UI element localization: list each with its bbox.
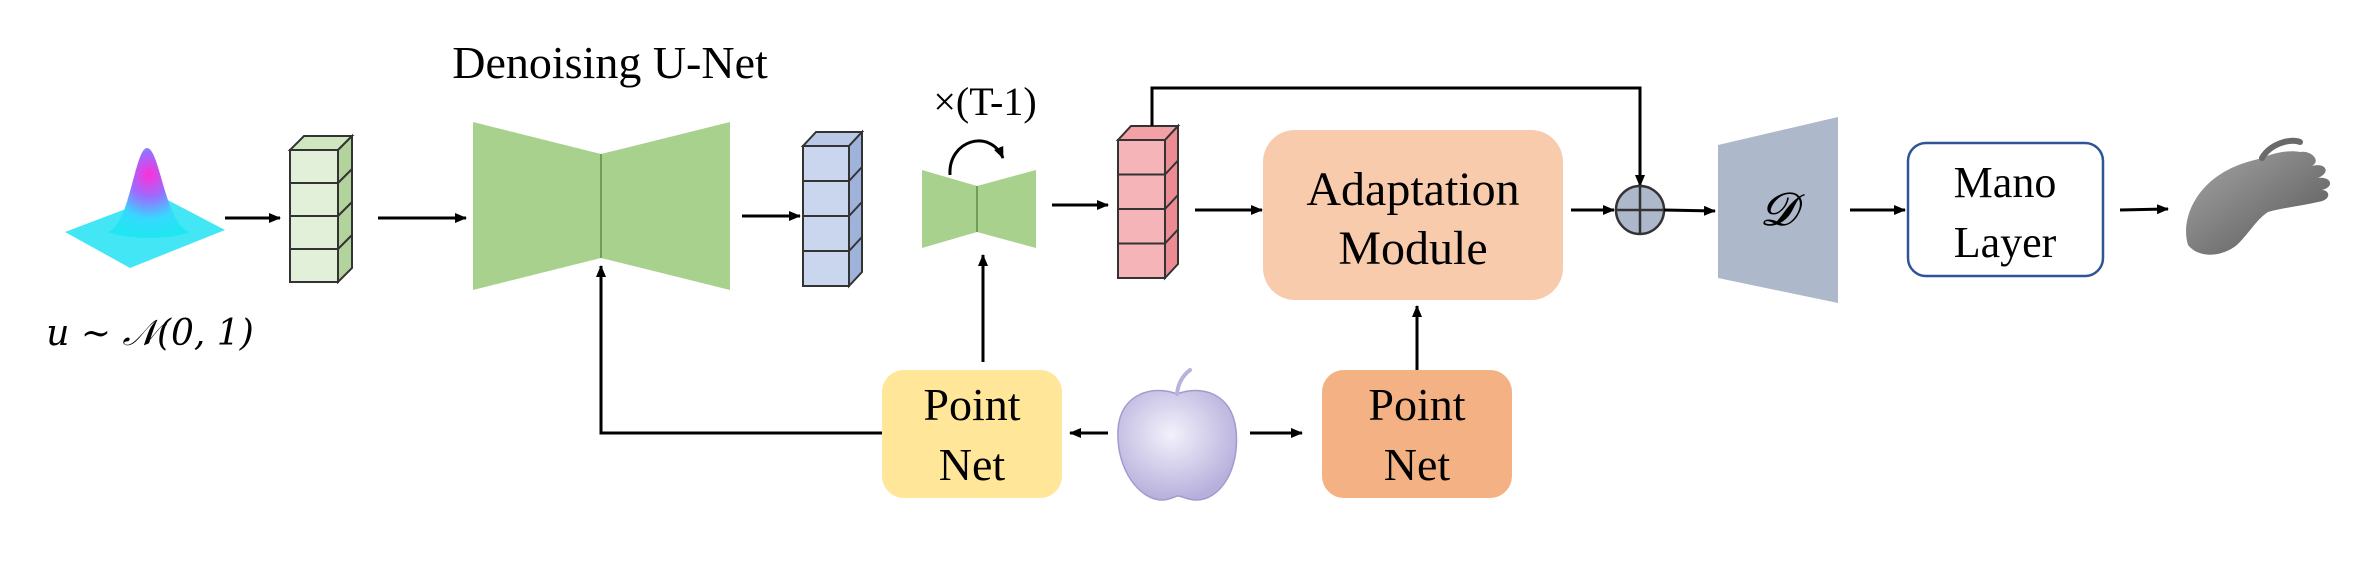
loop-arrow-icon bbox=[948, 139, 1005, 176]
unet-small bbox=[922, 170, 1036, 248]
adaptation-module: Adaptation Module bbox=[1263, 130, 1563, 300]
loop-label: ×(T-1) bbox=[933, 79, 1036, 124]
sum-icon bbox=[1614, 184, 1666, 236]
pointnet-left-line2: Net bbox=[939, 439, 1006, 490]
pointnet-right-line2: Net bbox=[1384, 439, 1451, 490]
skip-connection-line bbox=[1150, 86, 1645, 187]
decoder-block: 𝓓 bbox=[1718, 117, 1838, 303]
arrow-sum-to-decoder bbox=[1663, 205, 1716, 216]
pointnet-right: Point Net bbox=[1322, 370, 1512, 498]
mano-line2: Layer bbox=[1954, 218, 2057, 267]
arrow-mano-to-hand bbox=[2119, 204, 2169, 215]
pointnet-left: Point Net bbox=[882, 370, 1062, 498]
unet-title: Denoising U-Net bbox=[452, 37, 768, 88]
unet-large bbox=[473, 122, 730, 290]
mano-line1: Mano bbox=[1954, 158, 2057, 207]
latent-stack-red bbox=[1115, 123, 1181, 281]
pointnet-right-line1: Point bbox=[1368, 379, 1465, 430]
pointnet-left-line1: Point bbox=[923, 379, 1020, 430]
latent-stack-blue bbox=[800, 129, 865, 289]
adaptation-line2: Module bbox=[1338, 222, 1487, 275]
gaussian-surface-icon bbox=[65, 148, 225, 268]
arrow-pointnet-to-unet bbox=[596, 265, 882, 435]
noise-label: u ∼ 𝒩(0, 1) bbox=[46, 313, 254, 354]
adaptation-line1: Adaptation bbox=[1306, 163, 1519, 216]
latent-stack-green bbox=[287, 133, 355, 285]
mano-layer: Mano Layer bbox=[1906, 141, 2105, 278]
apple-point-cloud-icon bbox=[1117, 368, 1238, 501]
hand-mesh-icon bbox=[2186, 137, 2331, 255]
